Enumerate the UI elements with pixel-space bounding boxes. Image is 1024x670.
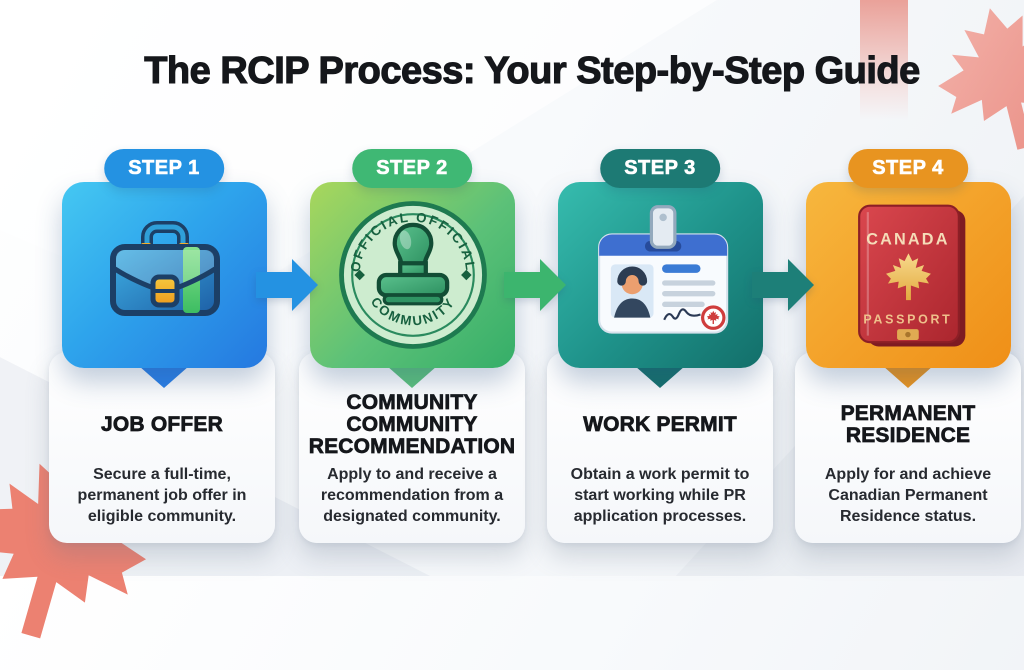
- step2-badge: STEP 2: [352, 149, 472, 188]
- step2-card-tail: [387, 366, 437, 388]
- arrow-right-icon: [504, 259, 566, 311]
- step2-heading: COMMUNITY COMMUNITY RECOMMENDATION: [308, 390, 516, 459]
- page-title: The RCIP Process: Your Step-by-Step Guid…: [144, 49, 921, 92]
- step1-description: Secure a full-time, permanent job offer …: [77, 466, 247, 526]
- step2-description: Apply to and receive a recommendation fr…: [320, 466, 504, 526]
- step1-card-tail: [139, 366, 189, 388]
- step4-description: Apply for and achieve Canadian Permanent…: [824, 466, 992, 526]
- svg-text:CANADA: CANADA: [866, 231, 949, 249]
- step3-card-tail: [635, 366, 685, 388]
- arrow-right-icon: [256, 259, 318, 311]
- community-stamp-icon: OFFICIAL OFFICIAL COMMUNITY: [338, 201, 487, 349]
- step4-card-tail: [883, 366, 933, 388]
- passport-icon: CANADA PASSPORT: [857, 204, 965, 347]
- arrow-right-icon: [752, 259, 814, 311]
- step3-description: Obtain a work permit to start working wh…: [570, 466, 750, 526]
- step3-icon-card: [558, 182, 763, 368]
- step3-badge: STEP 3: [600, 149, 720, 188]
- step4-heading: PERMANENT RESIDENCE: [840, 401, 976, 447]
- id-card-icon: [597, 205, 728, 334]
- step3-heading: WORK PERMIT: [583, 412, 737, 436]
- step2-icon-card: OFFICIAL OFFICIAL COMMUNITY: [310, 182, 515, 368]
- step1-badge: STEP 1: [104, 149, 224, 188]
- step1-heading: JOB OFFER: [101, 412, 223, 436]
- step4-badge: STEP 4: [848, 149, 968, 188]
- briefcase-icon: [109, 221, 220, 316]
- svg-text:PASSPORT: PASSPORT: [863, 313, 952, 327]
- step1-icon-card: [62, 182, 267, 368]
- step4-icon-card: CANADA PASSPORT: [806, 182, 1011, 368]
